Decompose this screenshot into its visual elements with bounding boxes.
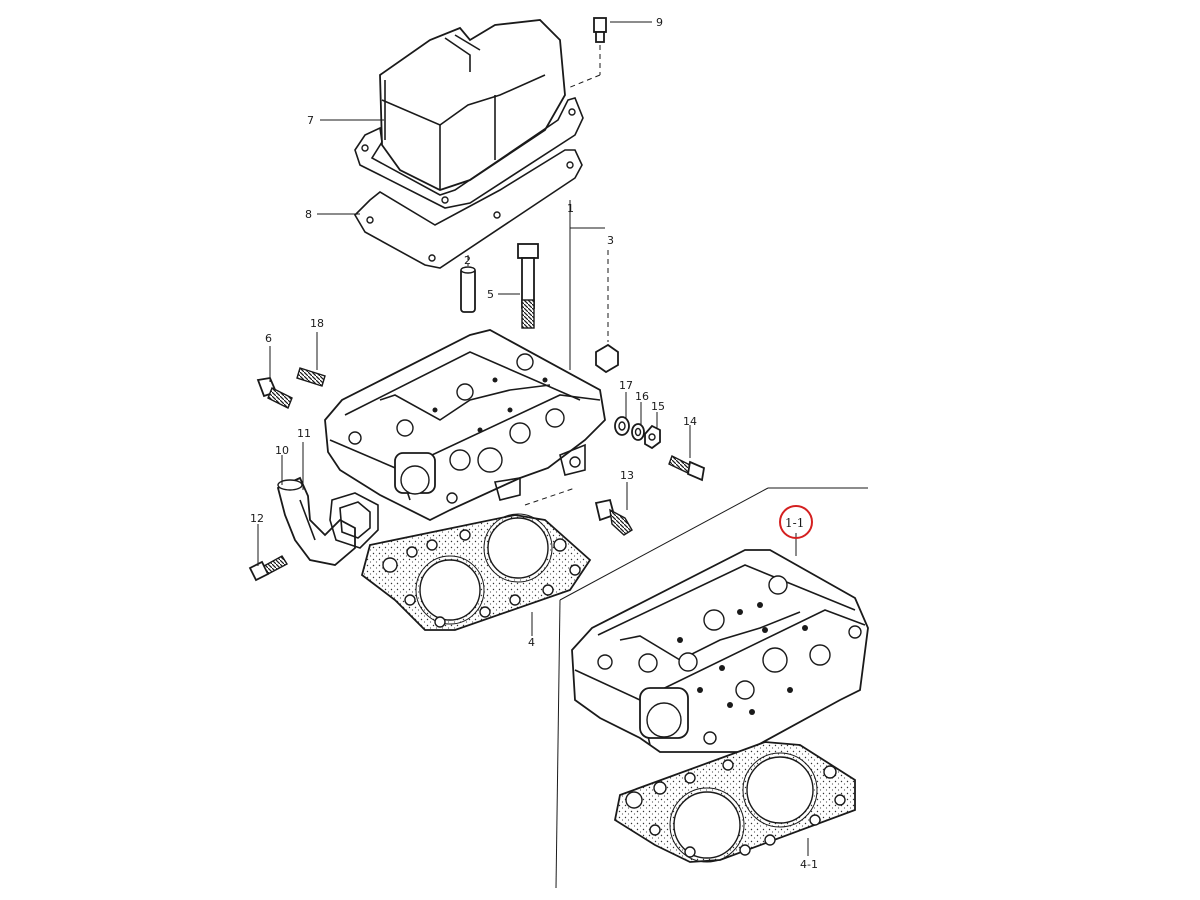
- callout-14: 14: [683, 415, 697, 428]
- callout-15: 15: [651, 400, 665, 413]
- head-bolt-5: [517, 243, 539, 329]
- cover-nut-9: [567, 17, 607, 89]
- callout-4-1: 4-1: [800, 858, 818, 871]
- head-gasket-4: [360, 487, 592, 636]
- callout-3: 3: [607, 234, 614, 247]
- callout-labels: 9 7 8 1 3 2 5 6 18 11 10 12 17 16 15 14 …: [250, 16, 818, 871]
- head-gasket-4-1: [613, 741, 856, 863]
- callout-10: 10: [275, 444, 289, 457]
- cylinder-head-1: [324, 200, 606, 522]
- assembly-inset-frame: [555, 487, 868, 889]
- callout-1-1: 1-1: [785, 516, 804, 530]
- callout-17: 17: [619, 379, 633, 392]
- callout-5: 5: [487, 288, 494, 301]
- temp-sensor-13: [594, 482, 633, 536]
- callout-12: 12: [250, 512, 264, 525]
- sleeve-2: [460, 255, 476, 313]
- cylinder-head-assy-1-1: [571, 533, 869, 753]
- callout-16: 16: [635, 390, 649, 403]
- bolt-12: [248, 555, 288, 582]
- callout-13: 13: [620, 469, 634, 482]
- bolt-6: [256, 376, 293, 409]
- washer-17: [614, 416, 630, 436]
- washer-16: [631, 423, 645, 441]
- callout-11: 11: [297, 427, 311, 440]
- nut-15: [644, 424, 661, 450]
- outlet-gasket-11: [302, 442, 379, 549]
- callout-18: 18: [310, 317, 324, 330]
- callout-9: 9: [656, 16, 663, 29]
- highlight-circle-1-1: [779, 505, 813, 539]
- callout-1: 1: [567, 202, 574, 215]
- plug-cap-3: [595, 250, 619, 374]
- callout-2: 2: [464, 254, 471, 267]
- rocker-cover: [379, 19, 566, 191]
- callout-6: 6: [265, 332, 272, 345]
- water-outlet-10: [276, 476, 356, 566]
- cover-gasket: [353, 97, 584, 269]
- bolt-14: [668, 425, 706, 482]
- callout-4: 4: [528, 636, 535, 649]
- callout-leaders: [257, 21, 658, 566]
- callout-8: 8: [305, 208, 312, 221]
- callout-7: 7: [307, 114, 314, 127]
- stud-18: [296, 367, 326, 387]
